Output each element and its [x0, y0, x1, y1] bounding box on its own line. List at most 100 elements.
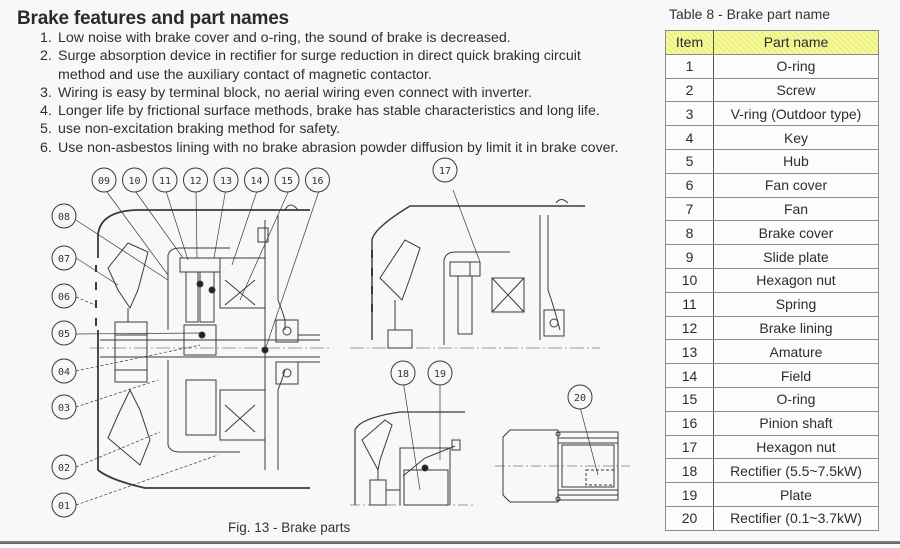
svg-text:01: 01: [58, 501, 70, 512]
figure-caption: Fig. 13 - Brake parts: [228, 520, 351, 535]
feature-item: 1.Low noise with brake cover and o-ring,…: [40, 30, 511, 46]
feature-list: 1.Low noise with brake cover and o-ring,…: [40, 29, 665, 157]
callout-label: 07: [51, 245, 77, 271]
feature-item: 6.Use non-asbestos lining with no brake …: [40, 139, 619, 156]
callout-label: 08: [51, 203, 77, 229]
bottom-divider: [0, 541, 900, 544]
item-number: 7: [665, 196, 714, 222]
item-number: 3: [665, 101, 714, 127]
part-name: Hub: [713, 148, 879, 174]
callout-label: 06: [51, 283, 77, 309]
part-name: Hexagon nut: [713, 267, 879, 293]
callout-label: 11: [152, 167, 178, 193]
item-number: 1: [665, 53, 714, 79]
detail-drawing-hexagon-nut: [350, 189, 600, 349]
part-name: Amature: [713, 339, 879, 365]
svg-text:09: 09: [98, 176, 110, 187]
part-name: Fan: [713, 196, 879, 222]
svg-text:16: 16: [311, 176, 323, 187]
item-number: 17: [665, 434, 714, 460]
part-name: O-ring: [713, 386, 879, 412]
item-number: 10: [665, 267, 714, 293]
item-number: 16: [665, 410, 714, 436]
callout-label: 05: [51, 320, 77, 346]
svg-text:03: 03: [58, 403, 70, 414]
svg-text:08: 08: [58, 212, 70, 223]
svg-text:15: 15: [281, 176, 293, 187]
svg-text:19: 19: [434, 369, 446, 380]
part-name: Hexagon nut: [713, 434, 879, 460]
part-name: Fan cover: [713, 172, 879, 198]
table-header-row: Item Part name: [665, 30, 879, 55]
column-header-item: Item: [665, 30, 714, 55]
item-number: 11: [665, 291, 714, 317]
callout-18: 18: [390, 360, 416, 386]
part-name: O-ring: [713, 53, 879, 79]
item-number: 18: [665, 458, 714, 484]
svg-text:11: 11: [159, 176, 171, 187]
part-name: Plate: [713, 482, 879, 507]
part-name: Field: [713, 363, 879, 388]
feature-item: 2.Surge absorption device in rectifier f…: [40, 48, 581, 83]
svg-text:02: 02: [58, 463, 70, 474]
svg-text:14: 14: [250, 176, 262, 187]
svg-text:05: 05: [58, 329, 70, 340]
item-number: 2: [665, 77, 714, 103]
svg-text:10: 10: [128, 176, 140, 187]
svg-text:12: 12: [189, 176, 201, 187]
part-name: Rectifier (0.1~3.7kW): [713, 505, 879, 531]
svg-text:17: 17: [439, 166, 451, 177]
brake-diagram: 09 10 11 12 13 14 15 16 08 07 06 05 04 03 02 01 17: [51, 157, 630, 518]
svg-text:13: 13: [220, 176, 232, 187]
item-number: 14: [665, 363, 714, 388]
part-name: Pinion shaft: [713, 410, 879, 436]
svg-text:18: 18: [397, 369, 409, 380]
section-heading: Brake features and part names: [17, 8, 289, 29]
column-header-part-name: Part name: [713, 30, 879, 55]
leader-lines-left: [75, 219, 219, 506]
callouts-left: 08 07 06 05 04 03 02 01: [51, 203, 77, 518]
callout-label: 01: [51, 492, 77, 518]
svg-text:06: 06: [58, 292, 70, 303]
part-name: Slide plate: [713, 244, 879, 269]
callout-20: 20: [567, 384, 593, 410]
main-section-drawing: [90, 204, 330, 489]
callout-17: 17: [432, 157, 458, 183]
item-number: 13: [665, 339, 714, 365]
svg-text:07: 07: [58, 254, 70, 265]
item-number: 19: [665, 482, 714, 507]
feature-item: 5.use non-excitation braking method for …: [40, 121, 341, 138]
callout-19: 19: [427, 360, 453, 386]
leader-lines-top: [103, 187, 321, 351]
item-number: 15: [665, 386, 714, 412]
part-name: V-ring (Outdoor type): [713, 101, 879, 127]
part-name: Brake lining: [713, 315, 879, 341]
item-number: 9: [665, 244, 714, 269]
feature-item: 4.Longer life by frictional surface meth…: [40, 103, 600, 120]
item-number: 6: [665, 172, 714, 198]
part-name: Spring: [713, 291, 879, 317]
table-caption: Table 8 - Brake part name: [669, 6, 831, 22]
part-name: Rectifier (5.5~7.5kW): [713, 458, 879, 484]
item-number: 8: [665, 220, 714, 246]
svg-text:04: 04: [58, 367, 70, 378]
callout-label: 14: [244, 167, 269, 193]
callout-label: 02: [51, 454, 77, 480]
